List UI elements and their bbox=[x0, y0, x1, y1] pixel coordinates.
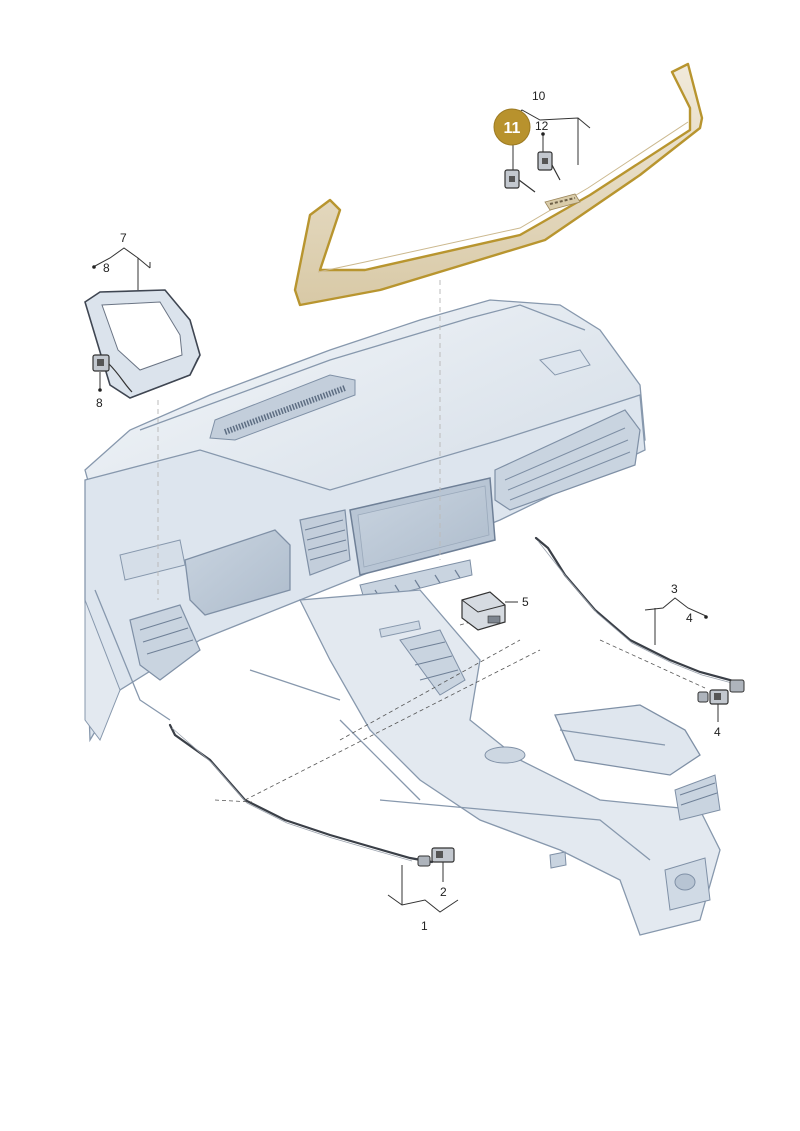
callout-2: 2 bbox=[440, 885, 447, 899]
callout-8-bottom: 8 bbox=[96, 396, 103, 410]
callout-1: 1 bbox=[421, 919, 428, 933]
callout-4-bottom: 4 bbox=[714, 725, 721, 739]
cluster-trim bbox=[84, 289, 201, 399]
callout-3: 3 bbox=[671, 582, 678, 596]
connector-icon bbox=[92, 151, 745, 867]
dashboard-body bbox=[84, 299, 721, 936]
highlight-badge: 11 bbox=[493, 108, 531, 146]
callout-labels: 10 12 7 8 8 5 3 4 4 2 1 bbox=[96, 89, 721, 933]
ambient-strip-right bbox=[534, 536, 744, 686]
callout-10: 10 bbox=[532, 89, 546, 103]
callout-4-top: 4 bbox=[686, 611, 693, 625]
callout-12: 12 bbox=[535, 119, 549, 133]
callout-5: 5 bbox=[522, 595, 529, 609]
callout-8-top: 8 bbox=[103, 261, 110, 275]
callout-leaders bbox=[92, 109, 719, 913]
callout-7: 7 bbox=[120, 231, 127, 245]
ambient-strip-left bbox=[168, 723, 434, 864]
dashboard-trim-strip bbox=[293, 62, 704, 307]
callout-11: 11 bbox=[504, 120, 521, 137]
